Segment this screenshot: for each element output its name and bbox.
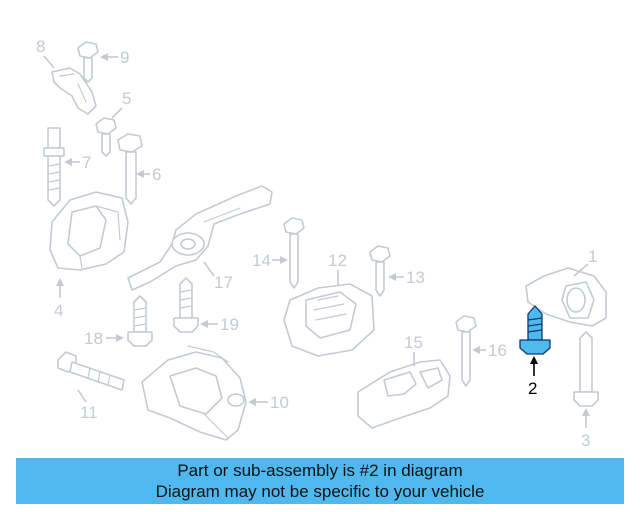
callout-15: 15 xyxy=(404,333,423,366)
svg-text:5: 5 xyxy=(122,89,131,108)
part-18-bolt xyxy=(127,295,153,347)
part-15-carrier xyxy=(357,359,451,429)
callout-8: 8 xyxy=(36,37,55,69)
part-3-bolt xyxy=(573,331,599,407)
caption-line-1: Part or sub-assembly is #2 in diagram xyxy=(177,461,463,480)
part-12-mount xyxy=(283,283,375,357)
callout-13: 13 xyxy=(388,268,425,287)
part-13-bolt xyxy=(369,245,391,297)
svg-text:15: 15 xyxy=(404,333,423,352)
callout-7: 7 xyxy=(64,153,91,172)
svg-text:2: 2 xyxy=(528,379,537,398)
callout-14: 14 xyxy=(252,251,288,270)
svg-text:13: 13 xyxy=(406,268,425,287)
svg-text:6: 6 xyxy=(152,165,161,184)
part-9-bolt xyxy=(77,41,99,83)
svg-text:7: 7 xyxy=(82,153,91,172)
part-6-bolt xyxy=(117,133,143,205)
part-4-mount xyxy=(49,191,129,271)
svg-text:9: 9 xyxy=(120,48,129,67)
part-11-bolt xyxy=(57,351,125,391)
part-19-bolt xyxy=(173,277,199,333)
svg-text:8: 8 xyxy=(36,37,45,56)
caption-bar: Part or sub-assembly is #2 in diagram Di… xyxy=(16,458,624,504)
part-8-bracket xyxy=(51,67,97,115)
part-2-bolt-highlighted[interactable] xyxy=(519,305,551,355)
svg-text:19: 19 xyxy=(220,315,239,334)
svg-text:4: 4 xyxy=(54,301,63,320)
callout-19: 19 xyxy=(200,315,239,334)
part-7-stud xyxy=(43,127,65,207)
part-10-mount xyxy=(141,345,247,441)
svg-text:3: 3 xyxy=(581,431,590,450)
callout-11: 11 xyxy=(77,389,98,422)
part-5-bolt xyxy=(95,117,117,157)
callout-2: 2 xyxy=(528,356,538,398)
part-17-torque-arm xyxy=(127,185,273,291)
callout-9: 9 xyxy=(100,48,129,67)
callout-3: 3 xyxy=(581,408,590,450)
svg-text:12: 12 xyxy=(328,251,347,270)
svg-text:1: 1 xyxy=(588,247,597,266)
svg-text:10: 10 xyxy=(270,393,289,412)
callout-16: 16 xyxy=(472,341,507,360)
svg-text:11: 11 xyxy=(80,403,98,422)
part-1-mount xyxy=(525,267,607,327)
callout-17: 17 xyxy=(203,261,233,292)
callout-5: 5 xyxy=(111,89,131,119)
callout-4: 4 xyxy=(54,278,64,320)
callout-1: 1 xyxy=(573,247,597,277)
svg-text:18: 18 xyxy=(84,329,103,348)
part-14-bolt xyxy=(283,217,305,289)
caption-line-2: Diagram may not be specific to your vehi… xyxy=(155,482,485,501)
svg-text:17: 17 xyxy=(214,273,233,292)
callout-6: 6 xyxy=(136,165,161,184)
svg-text:16: 16 xyxy=(488,341,507,360)
callout-10: 10 xyxy=(248,393,289,412)
svg-text:14: 14 xyxy=(252,251,271,270)
callout-12: 12 xyxy=(328,251,347,286)
callout-18: 18 xyxy=(84,329,124,348)
part-16-bolt xyxy=(455,315,477,387)
